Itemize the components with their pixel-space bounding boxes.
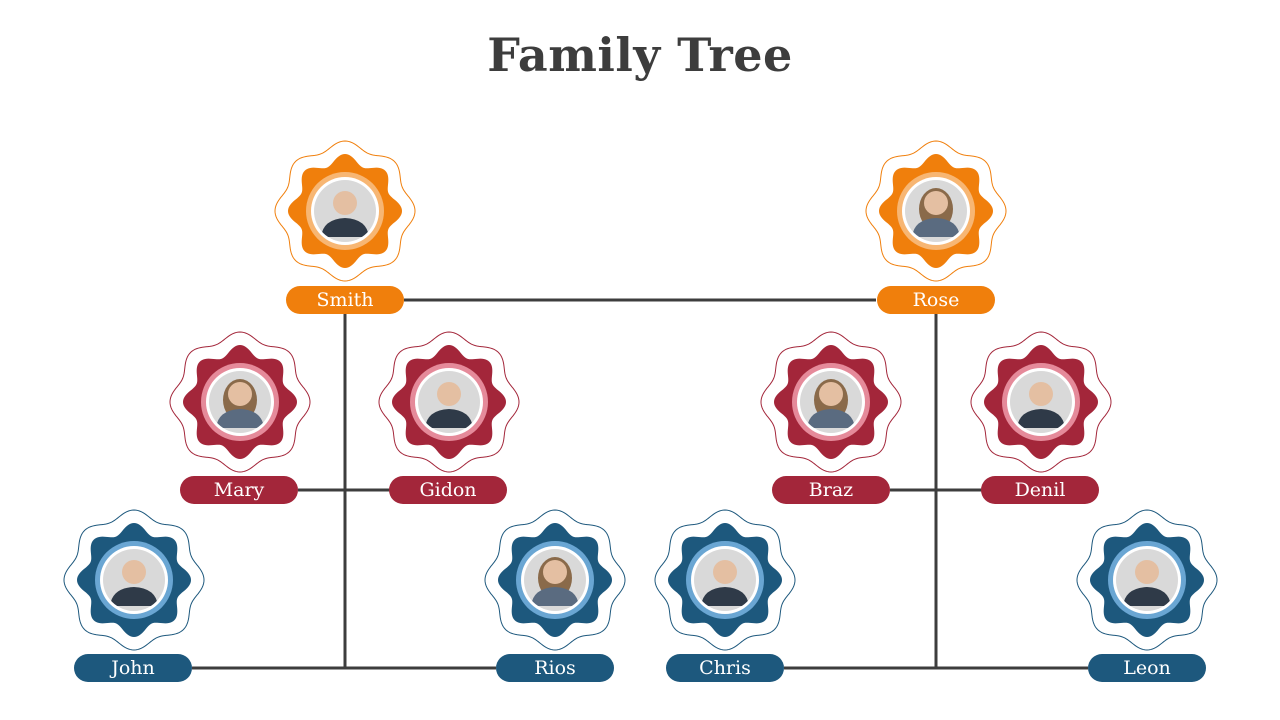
badge-outline-chris: [654, 509, 796, 651]
node-mary[interactable]: [168, 330, 312, 474]
portrait-man-icon: [701, 560, 749, 606]
name-label-rose[interactable]: Rose: [877, 286, 995, 314]
badge-john: [63, 509, 205, 651]
name-label-smith[interactable]: Smith: [286, 286, 404, 314]
node-rose[interactable]: [864, 139, 1008, 283]
name-label-leon[interactable]: Leon: [1088, 654, 1206, 682]
badge-mary: [169, 331, 311, 473]
badge-outline-rose: [865, 140, 1007, 282]
name-label-chris[interactable]: Chris: [666, 654, 784, 682]
badge-outline-mary: [169, 331, 311, 473]
portrait-woman-icon: [912, 188, 960, 237]
page-title: Family Tree: [487, 28, 793, 82]
portrait-man-icon: [1017, 382, 1065, 428]
name-label-rios[interactable]: Rios: [496, 654, 614, 682]
node-smith[interactable]: [273, 139, 417, 283]
portrait-man-icon: [321, 191, 369, 237]
badge-outline-leon: [1076, 509, 1218, 651]
node-chris[interactable]: [653, 508, 797, 652]
badge-rios: [484, 509, 626, 651]
name-label-mary[interactable]: Mary: [180, 476, 298, 504]
portrait-woman-icon: [216, 379, 264, 428]
badge-rose: [865, 140, 1007, 282]
badge-braz: [760, 331, 902, 473]
portrait-man-icon: [425, 382, 473, 428]
node-gidon[interactable]: [377, 330, 521, 474]
node-leon[interactable]: [1075, 508, 1219, 652]
badge-denil: [970, 331, 1112, 473]
portrait-woman-icon: [807, 379, 855, 428]
portrait-man-icon: [110, 560, 158, 606]
name-label-braz[interactable]: Braz: [772, 476, 890, 504]
badge-gidon: [378, 331, 520, 473]
name-label-gidon[interactable]: Gidon: [389, 476, 507, 504]
badge-outline-rios: [484, 509, 626, 651]
badge-chris: [654, 509, 796, 651]
badge-outline-john: [63, 509, 205, 651]
badge-smith: [274, 140, 416, 282]
node-john[interactable]: [62, 508, 206, 652]
badge-outline-denil: [970, 331, 1112, 473]
portrait-man-icon: [1123, 560, 1171, 606]
node-denil[interactable]: [969, 330, 1113, 474]
badge-outline-braz: [760, 331, 902, 473]
badge-outline-smith: [274, 140, 416, 282]
node-braz[interactable]: [759, 330, 903, 474]
badge-leon: [1076, 509, 1218, 651]
node-rios[interactable]: [483, 508, 627, 652]
name-label-john[interactable]: John: [74, 654, 192, 682]
badge-outline-gidon: [378, 331, 520, 473]
portrait-woman-icon: [531, 557, 579, 606]
name-label-denil[interactable]: Denil: [981, 476, 1099, 504]
